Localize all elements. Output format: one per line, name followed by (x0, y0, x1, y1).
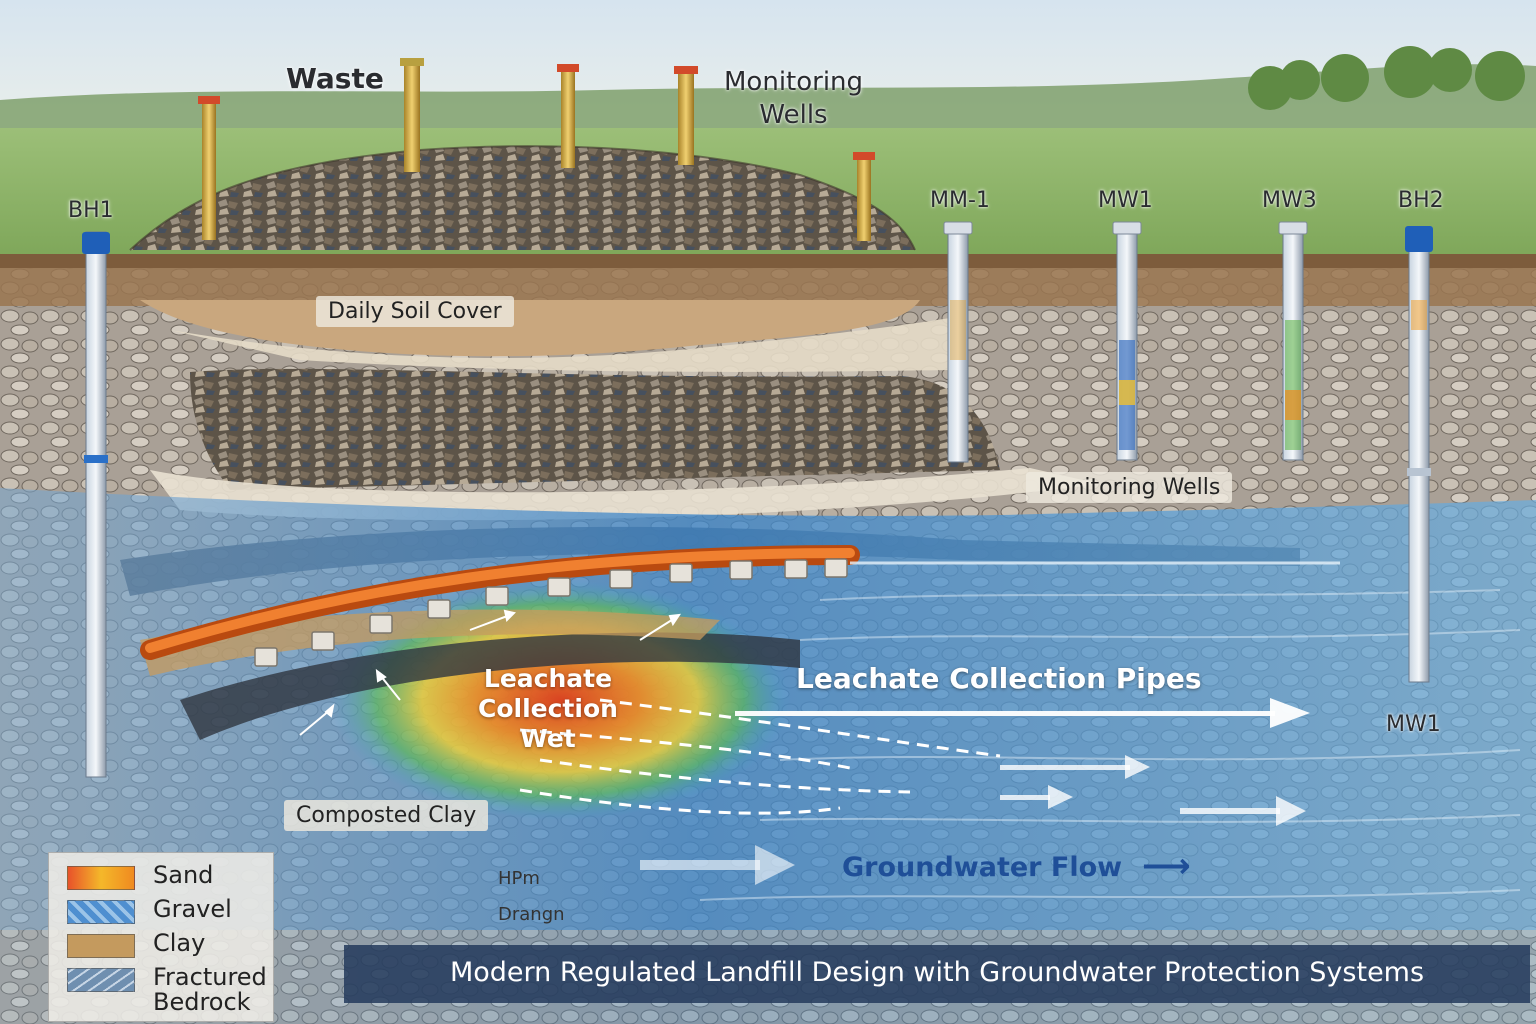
groundwater-flow-label: Groundwater Flow (842, 852, 1123, 883)
mm1-label: MM-1 (930, 188, 990, 213)
clay-liner-band (180, 632, 800, 740)
groundwater-flow-arrow-icon: ⟶ (1142, 846, 1191, 886)
pipe-support-blocks (254, 558, 848, 667)
well-mw1 (1112, 221, 1142, 461)
clay-swatch (67, 934, 135, 958)
leachate-pipe-highlight (145, 548, 855, 653)
monitoring-wells-top-label: Monitoring Wells (724, 67, 864, 130)
sand-swatch (67, 866, 135, 890)
legend-label: Sand (153, 861, 214, 889)
drangn-label: Drangn (498, 904, 565, 925)
bh1-label: BH1 (68, 198, 114, 223)
caption-text: Modern Regulated Landfill Design with Gr… (449, 957, 1425, 988)
drainage-gravel-band (140, 609, 720, 676)
mw1-right-label: MW1 (1386, 712, 1441, 737)
gas-vent-pipes (198, 58, 875, 241)
hpm-label: HPm (498, 868, 540, 889)
gas-vent-arrows (299, 609, 682, 736)
surface-line (0, 254, 1536, 268)
leachate-collection-wet-label: Leachate Collection Wet (478, 664, 618, 753)
cover-liner (170, 318, 950, 372)
leachate-collection-pipes-label: Leachate Collection Pipes (796, 662, 1202, 695)
buried-waste-cell (190, 368, 1000, 490)
fractured-bedrock-swatch (67, 968, 135, 992)
daily-soil-cover-label: Daily Soil Cover (316, 296, 514, 327)
well-mw3 (1278, 221, 1308, 461)
waste-mound (130, 146, 915, 250)
groundwater-flow-arrows (640, 698, 1310, 885)
composted-clay-label: Composted Clay (284, 800, 489, 831)
leachate-flow-arrows (519, 698, 1001, 815)
monitoring-wells-mid-label: Monitoring Wells (1026, 472, 1233, 503)
legend-label: Gravel (153, 895, 232, 923)
well-bh2 (1405, 226, 1433, 683)
mw3-label: MW3 (1262, 188, 1317, 213)
caption-bar: Modern Regulated Landfill Design with Gr… (344, 945, 1530, 1003)
waste-label: Waste (286, 62, 384, 95)
well-mm1 (943, 221, 973, 463)
tree-line (1248, 46, 1525, 110)
legend: Sand Gravel Clay Fractured Bedrock (48, 852, 274, 1022)
well-bh1 (82, 231, 110, 778)
bh2-label: BH2 (1398, 188, 1444, 213)
legend-label: Fractured Bedrock (153, 963, 267, 1016)
legend-label: Clay (153, 929, 206, 957)
water-flow-streaks (699, 589, 1521, 901)
gravel-swatch (67, 900, 135, 924)
mw1-top-label: MW1 (1098, 188, 1153, 213)
